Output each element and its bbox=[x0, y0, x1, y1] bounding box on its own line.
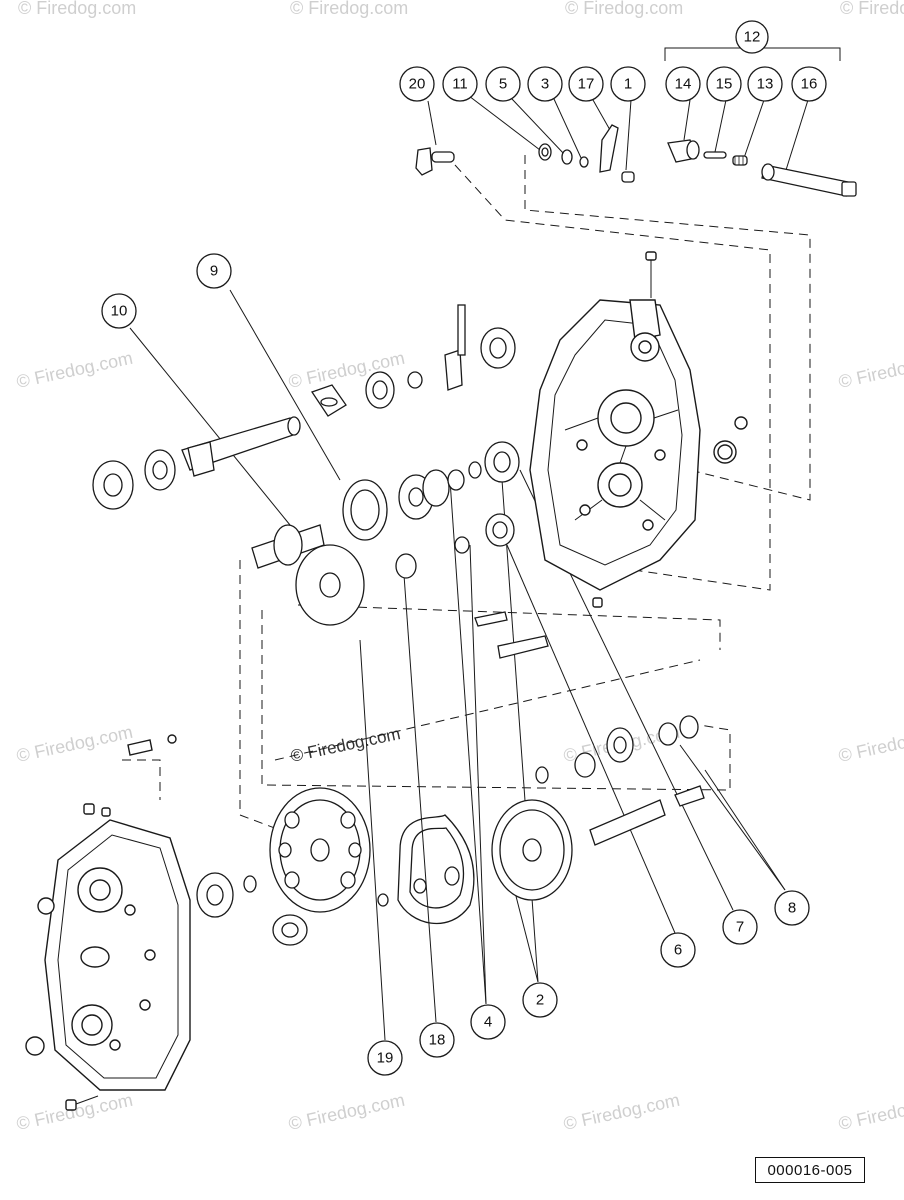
callout-8-label: 8 bbox=[788, 900, 796, 917]
assembly-guide-lines bbox=[122, 155, 811, 831]
callout-12-label: 12 bbox=[744, 29, 761, 46]
callout-4-label: 4 bbox=[484, 1014, 492, 1031]
callout-6[interactable]: 6 bbox=[660, 932, 696, 968]
watermark-text: © Firedog.com bbox=[840, 0, 904, 18]
callout-20[interactable]: 20 bbox=[399, 66, 435, 102]
callout-1[interactable]: 1 bbox=[610, 66, 646, 102]
center-watermark-text: © Firedog.com bbox=[289, 724, 402, 766]
callout-8[interactable]: 8 bbox=[774, 890, 810, 926]
guide-line bbox=[454, 164, 771, 591]
callout-10[interactable]: 10 bbox=[101, 293, 137, 329]
callout-18-label: 18 bbox=[429, 1032, 446, 1049]
watermark-text: © Firedog.com bbox=[837, 1090, 904, 1134]
callout-6-label: 6 bbox=[674, 942, 682, 959]
callout-12[interactable]: 12 bbox=[735, 20, 769, 54]
callout-15[interactable]: 15 bbox=[706, 66, 742, 102]
guide-line bbox=[122, 759, 161, 800]
upper-shaft-assembly bbox=[92, 304, 516, 510]
callout-3-label: 3 bbox=[541, 76, 549, 93]
callouts: 20 11 5 3 17 1 12 14 15 13 16 9 10 6 7 8… bbox=[101, 20, 827, 1076]
leader-lines bbox=[129, 47, 841, 1041]
watermark-text: © Firedog.com bbox=[562, 1090, 682, 1134]
callout-5-label: 5 bbox=[499, 76, 507, 93]
guide-line bbox=[274, 659, 701, 761]
callout-4[interactable]: 4 bbox=[470, 1004, 506, 1040]
callout-16[interactable]: 16 bbox=[791, 66, 827, 102]
callout-5[interactable]: 5 bbox=[485, 66, 521, 102]
callout-1-label: 1 bbox=[624, 76, 632, 93]
callout-15-label: 15 bbox=[716, 76, 733, 93]
callout-2-label: 2 bbox=[536, 992, 544, 1009]
callout-2[interactable]: 2 bbox=[522, 982, 558, 1018]
lower-gear-assembly bbox=[196, 715, 705, 946]
callout-20-label: 20 bbox=[409, 76, 426, 93]
callout-19-label: 19 bbox=[377, 1050, 394, 1067]
callout-14[interactable]: 14 bbox=[665, 66, 701, 102]
callout-9-label: 9 bbox=[210, 263, 218, 280]
guide-line bbox=[297, 604, 721, 650]
guide-line bbox=[261, 610, 731, 791]
callout-9[interactable]: 9 bbox=[196, 253, 232, 289]
watermark-text: © Firedog.com bbox=[837, 722, 904, 766]
callout-17[interactable]: 17 bbox=[568, 66, 604, 102]
callout-3[interactable]: 3 bbox=[527, 66, 563, 102]
callout-19[interactable]: 19 bbox=[367, 1040, 403, 1076]
watermark-text: © Firedog.com bbox=[565, 0, 683, 18]
callout-13-label: 13 bbox=[757, 76, 774, 93]
shift-rod-parts bbox=[667, 139, 857, 197]
watermark-text: © Firedog.com bbox=[15, 1090, 135, 1134]
diagram-code-label: 000016-005 bbox=[755, 1157, 865, 1183]
watermark-text: © Firedog.com bbox=[15, 348, 135, 392]
watermark-text: © Firedog.com bbox=[290, 0, 408, 18]
callout-11-label: 11 bbox=[452, 76, 468, 93]
callout-14-label: 14 bbox=[675, 76, 692, 93]
left-case-half bbox=[25, 734, 191, 1111]
watermark-text: © Firedog.com bbox=[18, 0, 136, 18]
callout-7-label: 7 bbox=[736, 919, 744, 936]
callout-17-label: 17 bbox=[578, 76, 595, 93]
callout-10-label: 10 bbox=[111, 303, 128, 320]
callout-11[interactable]: 11 bbox=[442, 66, 478, 102]
middle-gear-assembly bbox=[251, 441, 549, 659]
callout-13[interactable]: 13 bbox=[747, 66, 783, 102]
watermark-text: © Firedog.com bbox=[287, 1090, 407, 1134]
watermark-text: © Firedog.com bbox=[15, 722, 135, 766]
guide-line bbox=[239, 560, 281, 831]
callout-16-label: 16 bbox=[801, 76, 818, 93]
watermark-text: © Firedog.com bbox=[837, 348, 904, 392]
callout-7[interactable]: 7 bbox=[722, 909, 758, 945]
callout-18[interactable]: 18 bbox=[419, 1022, 455, 1058]
guide-line bbox=[524, 155, 811, 501]
shift-linkage-parts bbox=[415, 124, 635, 183]
transmission-case-half bbox=[529, 251, 748, 608]
